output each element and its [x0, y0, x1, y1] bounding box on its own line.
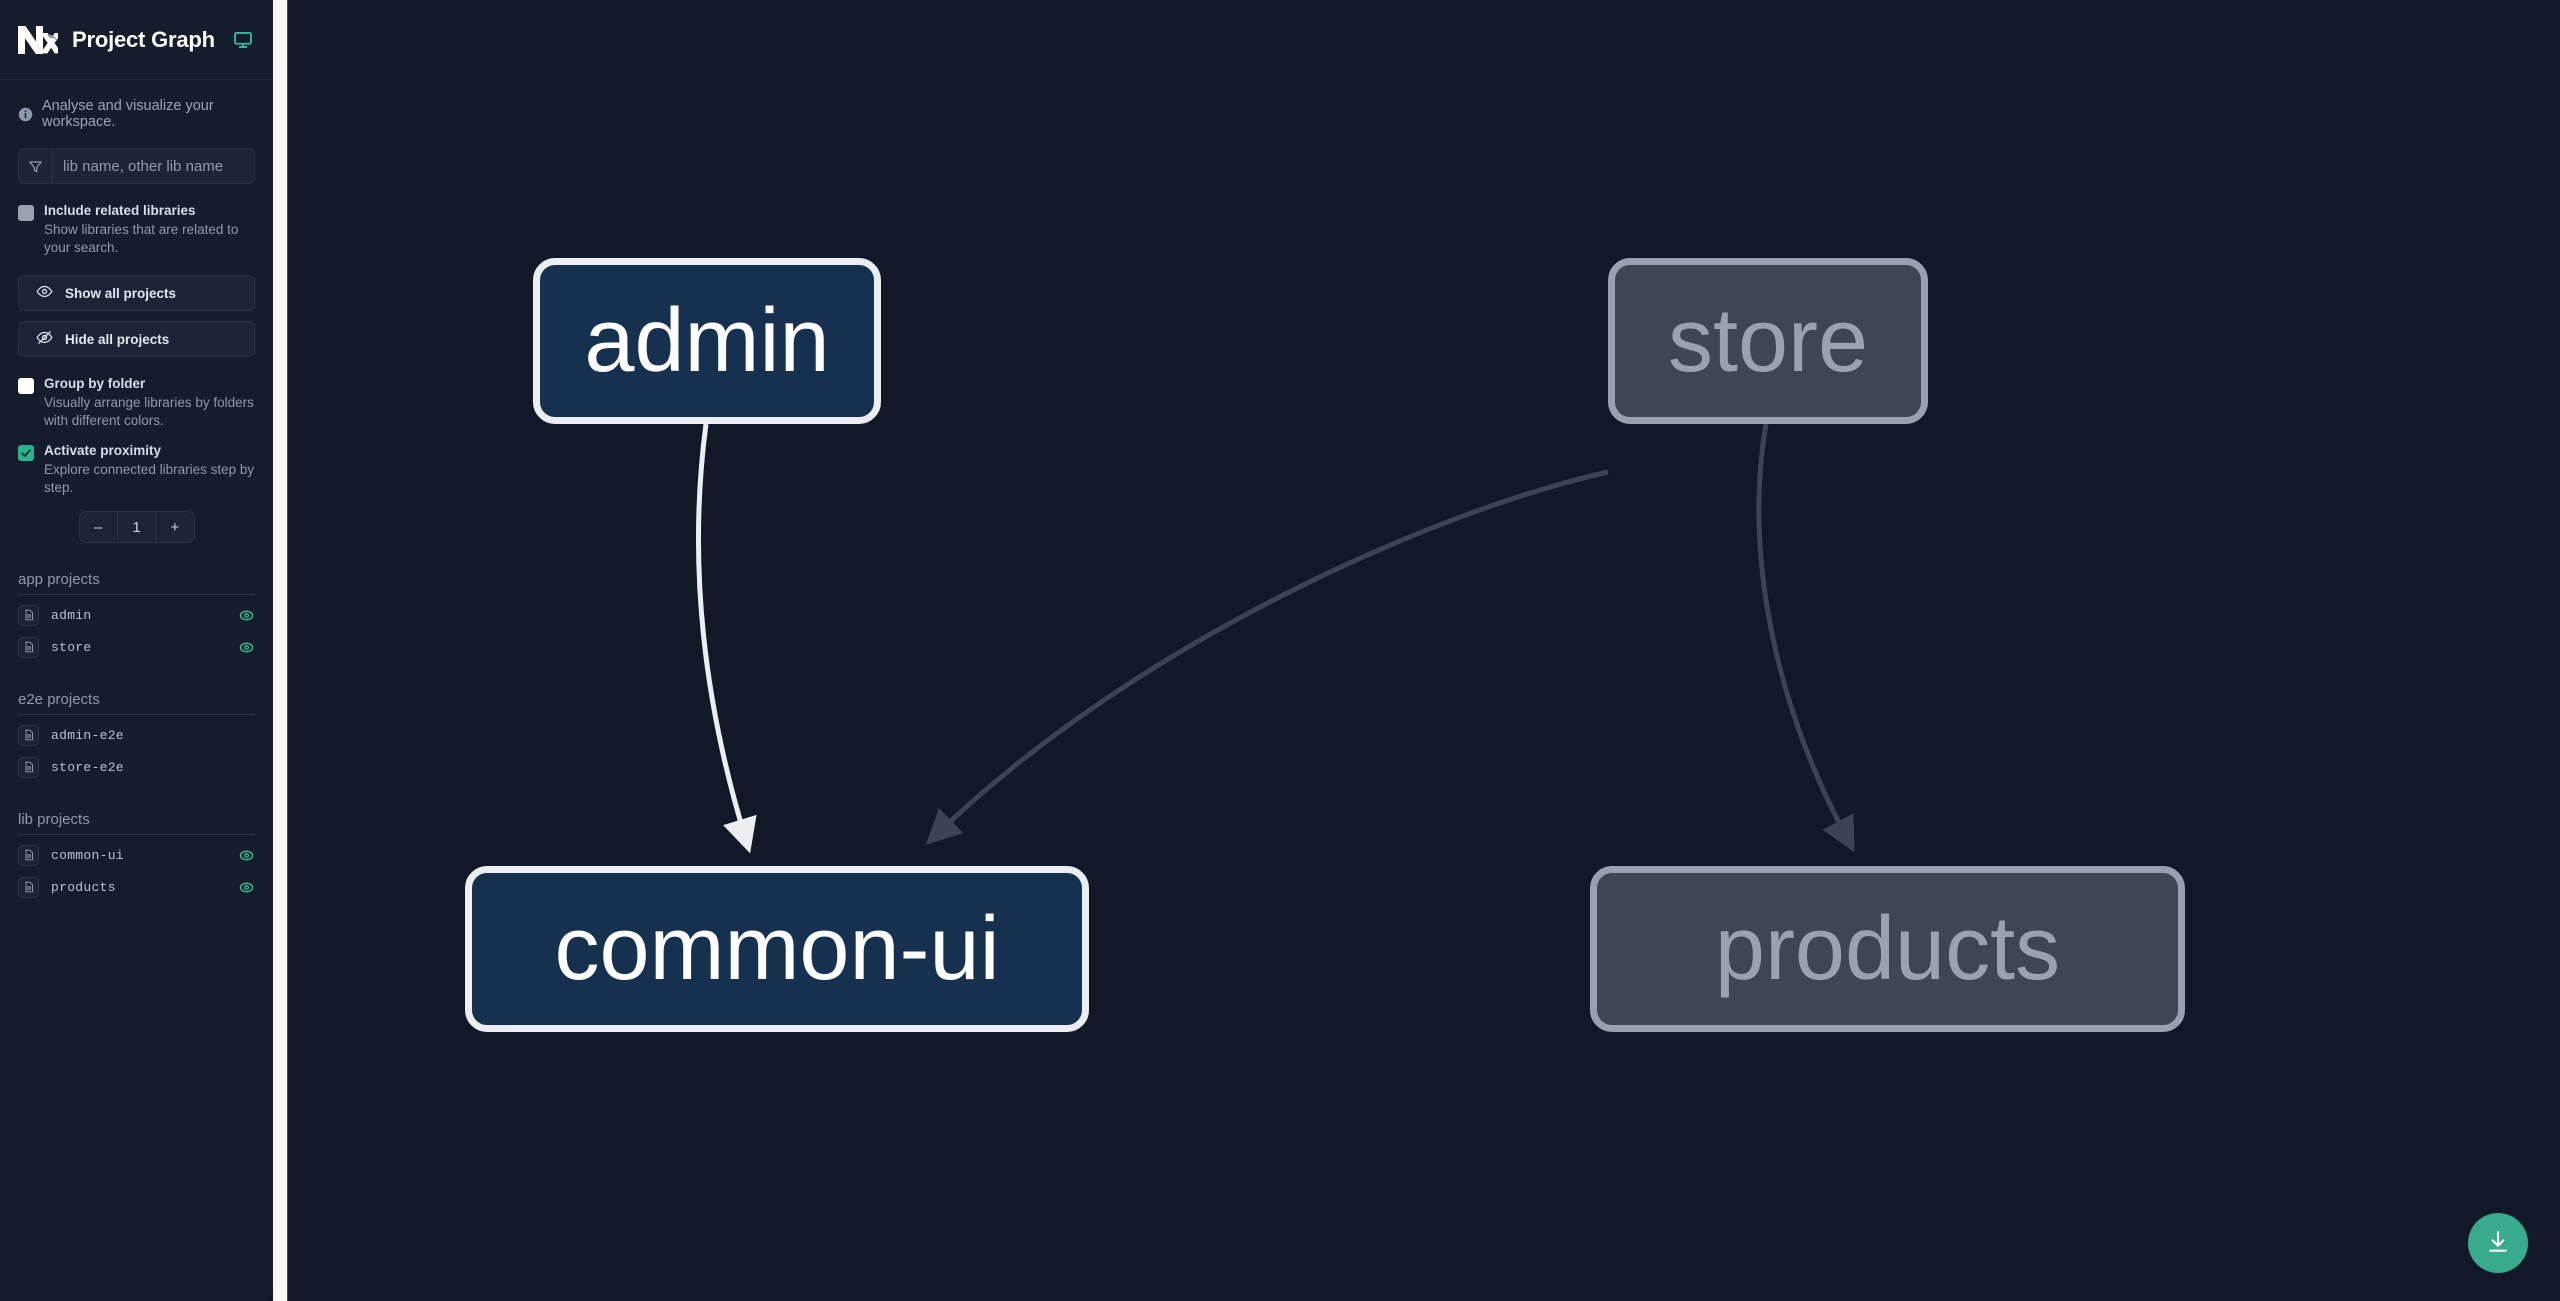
sidebar-header: Project Graph	[0, 0, 273, 80]
visibility-eye-icon[interactable]	[238, 847, 255, 864]
project-file-icon	[18, 844, 39, 866]
project-name: admin-e2e	[51, 727, 124, 743]
include-related-checkbox[interactable]	[18, 205, 34, 221]
search-input[interactable]	[53, 149, 254, 183]
funnel-icon	[28, 159, 43, 174]
sidebar-scrollbar[interactable]	[273, 0, 287, 1301]
project-file-icon	[18, 876, 39, 898]
proximity-increment-button[interactable]: +	[155, 512, 193, 543]
project-file-icon	[18, 756, 39, 778]
group-by-folder-checkbox[interactable]	[18, 378, 34, 395]
project-name: common-ui	[51, 847, 124, 863]
info-icon	[18, 107, 33, 122]
show-all-projects-label: Show all projects	[65, 285, 177, 301]
edge-admin-to-common-ui	[696, 423, 757, 854]
graph-node-products[interactable]: products	[1590, 866, 2185, 1032]
sidebar-divider	[287, 0, 288, 1301]
graph-node-label: admin	[584, 291, 830, 391]
filter-icon-box	[19, 149, 53, 183]
activate-proximity-checkbox[interactable]	[18, 445, 34, 462]
group-by-folder-option[interactable]: Group by folder Visually arrange librari…	[0, 357, 273, 430]
sidebar: Project Graph Analyse and visualize your…	[0, 0, 273, 1301]
group-label-app: app projects	[18, 571, 100, 589]
project-name: store	[51, 639, 92, 655]
search-field-wrapper[interactable]	[18, 148, 255, 184]
project-row-products[interactable]: products	[18, 871, 255, 903]
activate-proximity-label: Activate proximity	[44, 443, 162, 459]
proximity-stepper[interactable]: – 1 +	[78, 511, 195, 544]
group-by-folder-label: Group by folder	[44, 376, 146, 392]
graph-node-common-ui[interactable]: common-ui	[465, 866, 1089, 1032]
group-by-folder-description: Visually arrange libraries by folders wi…	[44, 395, 254, 429]
project-row-store[interactable]: store	[18, 631, 255, 663]
group-label-e2e: e2e projects	[18, 691, 100, 709]
edge-store-to-common-ui	[925, 469, 1609, 845]
monitor-icon[interactable]	[233, 30, 253, 50]
activate-proximity-description: Explore connected libraries step by step…	[44, 462, 255, 496]
graph-node-admin[interactable]: admin	[533, 258, 881, 424]
edge-store-to-products	[1756, 423, 1855, 853]
proximity-value: 1	[116, 512, 155, 543]
divider	[18, 714, 255, 716]
download-icon	[2485, 1229, 2511, 1258]
project-row-admin[interactable]: admin	[18, 599, 255, 631]
hide-all-projects-button[interactable]: Hide all projects	[18, 321, 255, 358]
show-all-projects-button[interactable]: Show all projects	[18, 275, 255, 312]
group-app-projects: app projects admin	[0, 571, 273, 663]
divider	[18, 834, 255, 836]
proximity-decrement-button[interactable]: –	[93, 518, 103, 536]
tagline-text: Analyse and visualize your workspace.	[42, 98, 214, 130]
nx-logo	[16, 22, 62, 58]
hide-all-projects-label: Hide all projects	[65, 331, 170, 347]
graph-node-label: store	[1667, 291, 1869, 391]
include-related-description: Show libraries that are related to your …	[44, 222, 239, 256]
project-row-common-ui[interactable]: common-ui	[18, 839, 255, 871]
project-file-icon	[18, 724, 39, 746]
eye-off-icon	[36, 329, 53, 349]
visibility-eye-icon[interactable]	[238, 879, 255, 896]
project-name: products	[51, 879, 116, 895]
eye-icon	[36, 283, 53, 303]
project-name: store-e2e	[51, 759, 124, 775]
graph-node-label: common-ui	[554, 899, 1000, 999]
project-file-icon	[18, 636, 39, 658]
project-file-icon	[18, 604, 39, 626]
project-row-admin-e2e[interactable]: admin-e2e	[18, 719, 255, 751]
graph-node-label: products	[1714, 899, 2061, 999]
visibility-eye-icon[interactable]	[238, 607, 255, 624]
activate-proximity-option[interactable]: Activate proximity Explore connected lib…	[0, 430, 273, 497]
group-e2e-projects: e2e projects admin-e2e store-e2e	[0, 691, 273, 783]
divider	[18, 594, 255, 596]
group-label-lib: lib projects	[18, 811, 90, 829]
project-name: admin	[51, 607, 92, 623]
graph-canvas[interactable]: admin store common-ui products	[288, 0, 2560, 1301]
group-lib-projects: lib projects common-ui	[0, 811, 273, 903]
project-row-store-e2e[interactable]: store-e2e	[18, 751, 255, 783]
graph-node-store[interactable]: store	[1608, 258, 1928, 424]
include-related-libraries-option[interactable]: Include related libraries Show libraries…	[0, 184, 273, 257]
download-image-button[interactable]	[2468, 1213, 2528, 1273]
tagline: Analyse and visualize your workspace.	[0, 80, 273, 142]
include-related-label: Include related libraries	[44, 203, 196, 218]
graph-edges	[696, 423, 1855, 854]
page-title: Project Graph	[72, 26, 215, 52]
visibility-eye-icon[interactable]	[238, 639, 255, 656]
